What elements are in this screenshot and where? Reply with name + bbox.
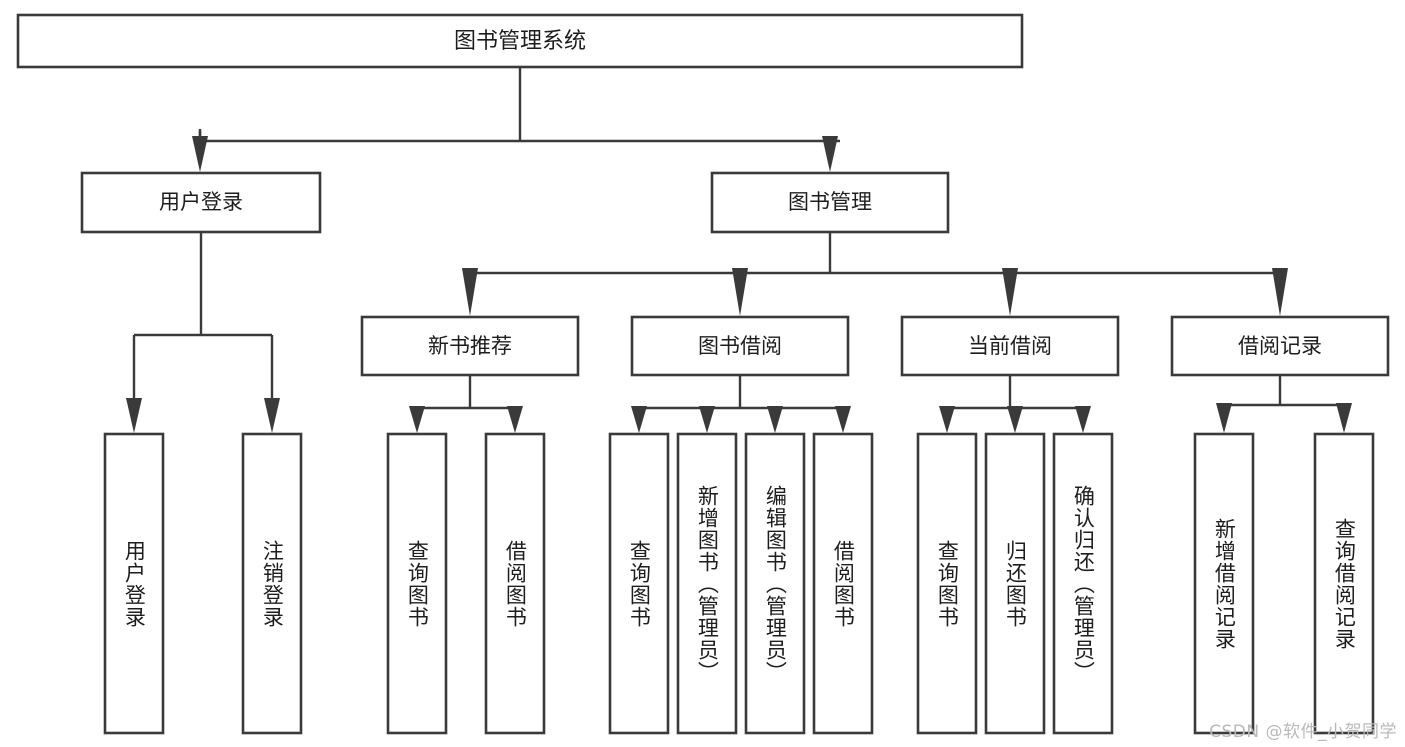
node-new-book-recommend-label: 新书推荐 bbox=[428, 334, 512, 358]
connector-group-new-book-recommend bbox=[409, 375, 523, 433]
arrow-head-new-book-recommend bbox=[462, 268, 478, 316]
arrow-head-borrow-record bbox=[1272, 268, 1288, 316]
arrow-head-leaf-query-book-2 bbox=[631, 406, 647, 433]
arrow-head-leaf-return-book bbox=[1007, 406, 1023, 433]
leaf-box-return-book[interactable] bbox=[984, 432, 1046, 735]
leaf-box-query-record[interactable] bbox=[1313, 432, 1375, 735]
leaf-box-logout[interactable] bbox=[241, 432, 303, 735]
arrow-head-book-management bbox=[822, 136, 838, 172]
leaf-box-query-book-2[interactable] bbox=[608, 432, 670, 735]
node-root-box[interactable] bbox=[16, 13, 1024, 69]
arrow-head-leaf-add-record bbox=[1216, 403, 1232, 433]
leaf-box-borrow-book-2[interactable] bbox=[812, 432, 874, 735]
node-current-borrow-label: 当前借阅 bbox=[968, 334, 1052, 358]
node-root-label: 图书管理系统 bbox=[454, 29, 586, 54]
leaf-box-query-book-1[interactable] bbox=[386, 432, 448, 735]
node-borrow-record[interactable]: 借阅记录 bbox=[1170, 315, 1390, 377]
arrow-head-user-login bbox=[192, 136, 208, 172]
connector-group-root bbox=[192, 67, 840, 172]
node-borrow-record-box[interactable] bbox=[1170, 315, 1390, 377]
leaf-box-user-login[interactable] bbox=[103, 432, 165, 735]
node-book-borrow[interactable]: 图书借阅 bbox=[630, 315, 850, 377]
arrow-head-book-borrow bbox=[732, 268, 748, 316]
connector-group-book-management bbox=[462, 232, 1288, 316]
node-book-management[interactable]: 图书管理 bbox=[710, 171, 950, 234]
node-new-book-recommend[interactable]: 新书推荐 bbox=[360, 315, 580, 377]
connector-group-current-borrow bbox=[939, 375, 1091, 433]
arrow-head-leaf-confirm-return bbox=[1075, 406, 1091, 433]
arrow-head-leaf-user-login bbox=[126, 398, 142, 433]
arrow-head-current-borrow bbox=[1002, 268, 1018, 316]
leaf-box-edit-book[interactable] bbox=[744, 432, 806, 735]
arrow-head-leaf-edit-book bbox=[767, 406, 783, 433]
arrow-head-leaf-logout bbox=[264, 398, 280, 433]
leaf-box-add-book[interactable] bbox=[676, 432, 738, 735]
node-book-borrow-box[interactable] bbox=[630, 315, 850, 377]
arrow-head-leaf-query-book-3 bbox=[939, 406, 955, 433]
connector-group-book-borrow bbox=[631, 375, 851, 433]
node-borrow-record-label: 借阅记录 bbox=[1238, 334, 1322, 358]
node-user-login-box[interactable] bbox=[80, 171, 322, 234]
arrow-head-leaf-add-book bbox=[699, 406, 715, 433]
leaf-box-query-book-3[interactable] bbox=[916, 432, 978, 735]
leaf-box-add-record[interactable] bbox=[1193, 432, 1255, 735]
connector-group-borrow-record bbox=[1216, 375, 1352, 433]
arrow-head-leaf-query-record bbox=[1336, 403, 1352, 433]
leaf-boxes bbox=[103, 432, 1375, 735]
node-user-login[interactable]: 用户登录 bbox=[80, 171, 322, 234]
node-user-login-label: 用户登录 bbox=[159, 190, 243, 214]
arrow-head-leaf-borrow-book-2 bbox=[835, 406, 851, 433]
leaf-box-confirm-return[interactable] bbox=[1052, 432, 1114, 735]
node-book-management-box[interactable] bbox=[710, 171, 950, 234]
node-book-management-label: 图书管理 bbox=[788, 190, 872, 214]
node-book-borrow-label: 图书借阅 bbox=[698, 334, 782, 358]
leaf-box-borrow-book-1[interactable] bbox=[484, 432, 546, 735]
connector-group-user-login bbox=[126, 232, 280, 433]
arrow-head-leaf-query-book-1 bbox=[409, 406, 425, 433]
watermark-text: CSDN @软件_小贺同学 bbox=[1209, 722, 1397, 742]
node-current-borrow[interactable]: 当前借阅 bbox=[900, 315, 1120, 377]
arrow-head-leaf-borrow-book-1 bbox=[507, 406, 523, 433]
node-root[interactable]: 图书管理系统 bbox=[16, 13, 1024, 69]
